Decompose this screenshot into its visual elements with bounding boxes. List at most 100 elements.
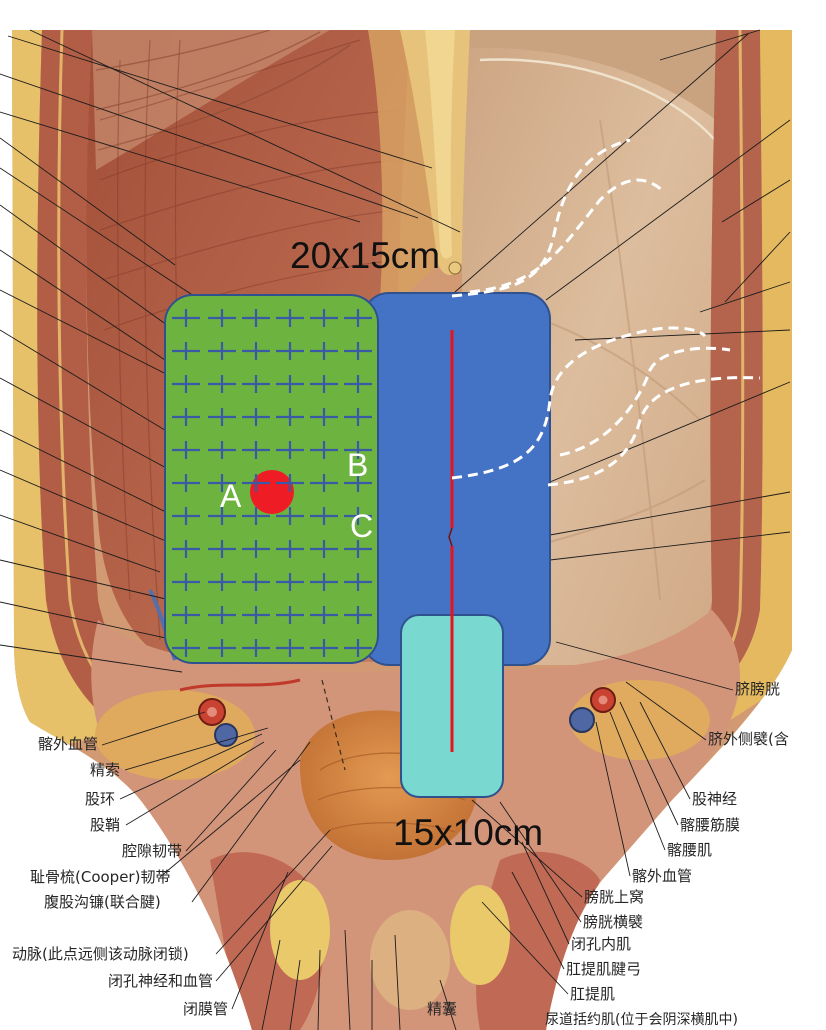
leader-line xyxy=(261,939,281,1030)
leader-line xyxy=(545,119,791,301)
mesh-grid-cross xyxy=(172,342,200,360)
leader-line xyxy=(0,204,186,339)
mesh-grid-cross xyxy=(344,507,372,525)
point-a-marker xyxy=(250,470,294,514)
leader-line xyxy=(0,329,169,433)
leader-line xyxy=(231,871,289,1010)
mesh-grid-cross xyxy=(242,507,270,525)
leader-line xyxy=(595,721,631,877)
mesh-overlays xyxy=(164,138,761,798)
leader-line xyxy=(0,289,183,383)
leader-line xyxy=(699,281,791,313)
mesh-grid-cross xyxy=(208,573,236,591)
mesh-grid-cross xyxy=(208,606,236,624)
mesh-grid-cross xyxy=(208,408,236,426)
leader-line xyxy=(0,601,176,641)
leader-line xyxy=(215,829,331,955)
leader-line xyxy=(394,934,401,1030)
mesh-grid-cross xyxy=(276,342,304,360)
leader-line xyxy=(619,701,679,826)
mesh-grid-cross xyxy=(276,408,304,426)
leader-line xyxy=(499,801,582,923)
label-obturator-internus: 闭孔内肌 xyxy=(571,935,632,953)
leader-line xyxy=(481,901,569,995)
mesh-grid-cross xyxy=(172,408,200,426)
mesh-grid-cross xyxy=(208,639,236,657)
dashed-curve-lower-3 xyxy=(559,346,731,457)
rib-lines xyxy=(95,30,351,151)
mesh-grid-cross xyxy=(242,375,270,393)
incision-notch xyxy=(448,527,453,547)
mesh-grid-cross xyxy=(208,342,236,360)
leader-line xyxy=(0,249,169,363)
right-external-iliac-artery-lumen xyxy=(598,695,608,705)
seminal-vesicle-region xyxy=(370,910,450,1010)
mesh-grid-cross xyxy=(276,375,304,393)
leader-line xyxy=(119,733,263,800)
leader-line xyxy=(724,231,791,303)
mesh-grid-cross xyxy=(310,639,338,657)
leader-line xyxy=(0,167,201,301)
leader-line xyxy=(454,33,749,293)
mesh-grid-cross xyxy=(344,540,372,558)
leader-line xyxy=(29,29,461,233)
left-external-iliac-artery-lumen xyxy=(207,707,217,717)
leader-line xyxy=(317,949,321,1030)
mesh-grid-cross xyxy=(242,606,270,624)
muscle-striations xyxy=(99,39,399,651)
leader-line xyxy=(159,759,301,878)
right-lateral-muscle xyxy=(670,30,763,705)
round-ligament-knob xyxy=(448,261,462,275)
mesh-grid-cross xyxy=(208,375,236,393)
left-lateral-fat xyxy=(12,30,120,760)
right-pelvic-fat xyxy=(450,885,510,985)
right-external-iliac-vein xyxy=(569,707,595,733)
mesh-grid-cross xyxy=(172,507,200,525)
leader-line xyxy=(0,73,419,219)
leader-line xyxy=(0,514,161,573)
mesh-grid-cross xyxy=(310,573,338,591)
leader-line xyxy=(7,35,433,169)
label-cooper-ligament: 耻骨梳(Cooper)韧带 xyxy=(30,868,171,886)
left-external-iliac-vein xyxy=(214,723,238,747)
label-femoral-nerve: 股神经 xyxy=(692,790,738,808)
dashed-curves xyxy=(451,138,761,487)
mesh-grid-cross xyxy=(310,540,338,558)
mesh-grid-cross xyxy=(172,474,200,492)
mesh-grid-cross xyxy=(208,507,236,525)
right-costal-margin-line xyxy=(479,58,716,141)
mesh-grid-cross xyxy=(276,507,304,525)
mesh-grid-cross xyxy=(172,309,200,327)
mesh-grid-cross xyxy=(172,441,200,459)
mesh-grid-cross xyxy=(276,540,304,558)
rectus-sheath-band xyxy=(368,30,438,300)
leader-line xyxy=(0,559,171,601)
mesh-grid-cross xyxy=(242,342,270,360)
right-diaphragm-band xyxy=(470,30,716,120)
mesh-grid-cross xyxy=(344,408,372,426)
leader-line xyxy=(521,841,570,945)
left-lateral-muscle xyxy=(37,30,176,730)
leader-lines xyxy=(0,29,791,1030)
mesh-grid-cross xyxy=(310,606,338,624)
leader-line xyxy=(0,377,171,471)
dashed-curve-upper-1 xyxy=(451,138,631,298)
label-lacunar-ligament: 腔隙韧带 xyxy=(122,842,183,860)
mesh-grid-cross xyxy=(276,639,304,657)
label-femoral-ring: 股环 xyxy=(85,790,116,808)
mesh-grid-cross xyxy=(310,507,338,525)
mesh-grid-cross xyxy=(242,474,270,492)
label-femoral-sheath: 股鞘 xyxy=(90,816,121,834)
leader-line xyxy=(215,845,333,982)
point-c-label: C xyxy=(350,508,374,544)
mesh-grid-cross xyxy=(310,309,338,327)
mesh-grid-cross xyxy=(310,441,338,459)
mesh-grid-cross xyxy=(344,441,372,459)
right-lateral-fat xyxy=(690,30,792,740)
label-umbilicovesical: 脐膀胱 xyxy=(735,680,781,698)
label-spermatic-cord: 精索 xyxy=(90,761,121,779)
leader-line xyxy=(185,749,277,852)
leader-line xyxy=(471,799,583,898)
leader-line xyxy=(609,711,666,851)
leader-line xyxy=(549,531,791,561)
